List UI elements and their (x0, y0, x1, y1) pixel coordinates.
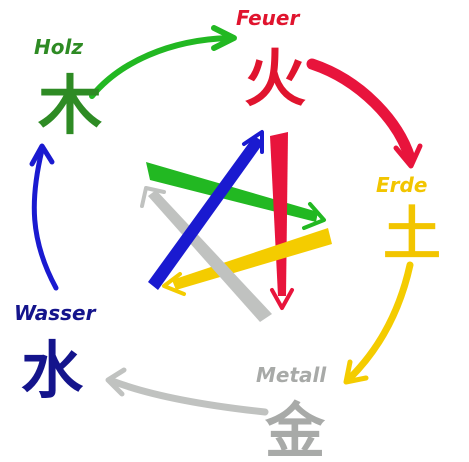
arrowhead-holz-to-feuer (211, 25, 237, 51)
arrow-metall-to-wasser (111, 378, 269, 416)
outer-cycle (29, 25, 423, 416)
node-holz: Holz 木 (34, 35, 102, 144)
glyph-holz: 木 (38, 69, 102, 144)
star-arrowhead-green (302, 202, 326, 230)
glyph-erde: 土 (383, 200, 441, 268)
star-arrowhead-blue (242, 130, 264, 154)
inner-star (140, 130, 332, 322)
arrowhead-feuer-to-erde (393, 143, 423, 169)
arrow-erde-to-metall (346, 261, 414, 382)
star-arrowhead-yellow (162, 272, 186, 296)
glyph-wasser: 水 (21, 334, 84, 407)
label-erde: Erde (376, 173, 427, 197)
label-holz: Holz (34, 35, 83, 59)
arrow-feuer-to-erde (306, 58, 416, 164)
arrowhead-metall-to-wasser (105, 367, 127, 397)
star-arrow-red (270, 132, 288, 296)
node-metall: Metall 金 (256, 363, 327, 462)
node-erde: Erde 土 (376, 173, 441, 268)
arrowhead-wasser-to-holz (29, 143, 55, 167)
glyph-metall: 金 (265, 397, 326, 462)
node-feuer: Feuer 火 (236, 6, 306, 115)
star-arrow-blue (148, 136, 264, 290)
arrow-holz-to-feuer (89, 35, 231, 99)
label-feuer: Feuer (236, 6, 300, 30)
node-wasser: Wasser 水 (14, 301, 97, 407)
star-arrow-gray (148, 190, 272, 322)
star-arrow-yellow (172, 228, 332, 290)
glyph-feuer: 火 (244, 42, 306, 115)
arrowhead-erde-to-metall (343, 359, 369, 385)
star-arrowhead-red (270, 288, 294, 310)
arrow-wasser-to-holz (31, 147, 59, 291)
label-wasser: Wasser (14, 301, 97, 325)
label-metall: Metall (256, 363, 327, 387)
star-arrowhead-gray (140, 186, 166, 208)
